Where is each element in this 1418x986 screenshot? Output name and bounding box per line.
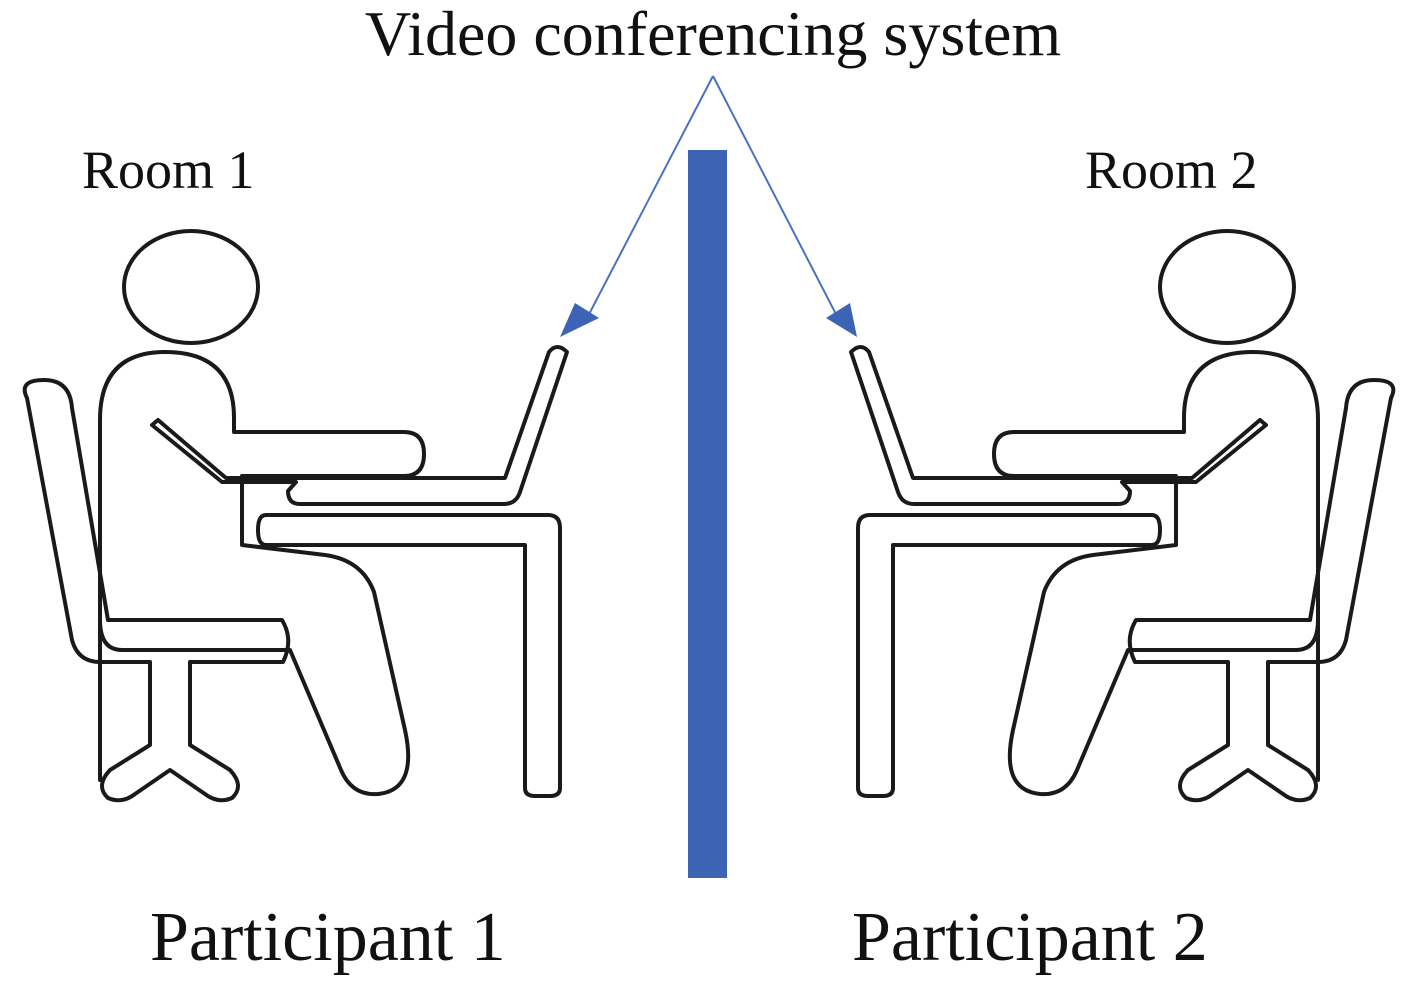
arrowhead-left (560, 303, 599, 337)
diagram-title: Video conferencing system (364, 0, 1062, 69)
arrow-to-laptop-1 (585, 75, 714, 321)
arrow-to-laptop-2 (712, 75, 840, 321)
room-divider (688, 150, 727, 878)
chair-icon (22, 378, 291, 803)
participant-1-label: Participant 1 (150, 899, 506, 976)
room-2-label: Room 2 (1085, 140, 1258, 200)
arrowhead-right (826, 303, 857, 337)
desk-icon (256, 513, 562, 798)
room-1-label: Room 1 (82, 140, 255, 200)
participant-2-figure (849, 229, 1396, 803)
connection-arrows (560, 75, 857, 337)
participant-1-figure (22, 229, 569, 803)
head-icon (122, 229, 260, 345)
participant-2-label: Participant 2 (852, 899, 1208, 976)
laptop-icon (150, 345, 569, 506)
